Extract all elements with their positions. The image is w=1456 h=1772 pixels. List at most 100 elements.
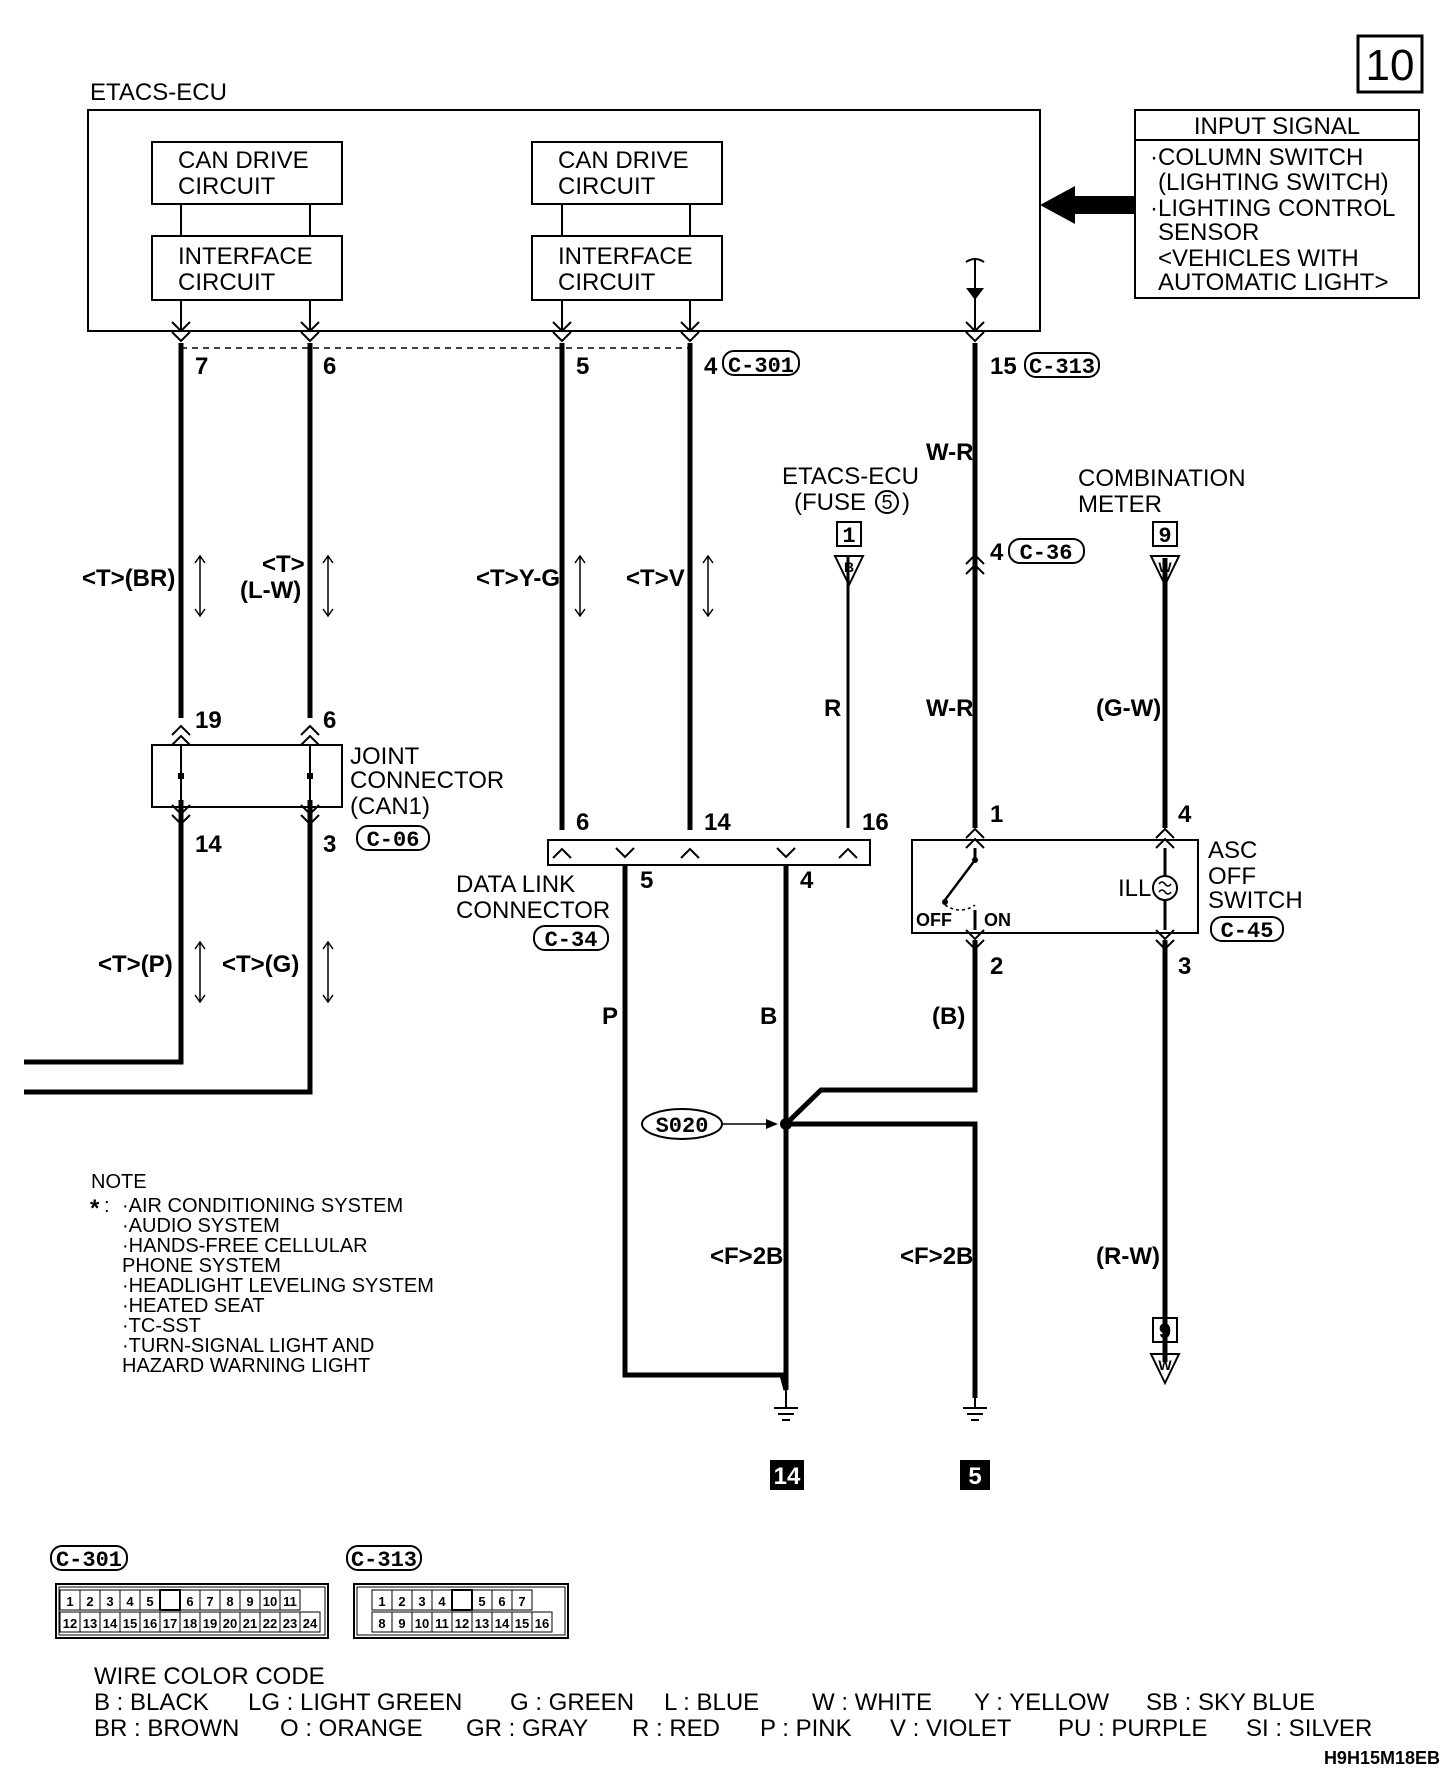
connector-pin-number: 4: [438, 1594, 446, 1609]
svg-text:C-301: C-301: [728, 354, 794, 379]
wire-label-b: B: [760, 1003, 777, 1030]
wire-label-f2b-2: <F>2B: [900, 1243, 973, 1270]
svg-text:HAZARD WARNING LIGHT: HAZARD WARNING LIGHT: [122, 1355, 370, 1377]
dlc-pin-14: 14: [704, 809, 731, 836]
svg-text:P : PINK: P : PINK: [760, 1715, 852, 1742]
connector-pin-cell: [279, 1589, 301, 1611]
connector-pin-number: 9: [246, 1594, 253, 1609]
wire-label-g-t: <T>(G): [222, 951, 299, 978]
svg-text:O : ORANGE: O : ORANGE: [280, 1715, 423, 1742]
connector-pin-number: 21: [243, 1616, 257, 1631]
svg-text:S020: S020: [656, 1114, 709, 1139]
svg-text:*: *: [90, 1195, 100, 1222]
connector-pin-number: 11: [435, 1616, 449, 1631]
connector-pin-number: 8: [378, 1616, 385, 1631]
dlc-pin-6: 6: [576, 809, 589, 836]
dlc-pin-5: 5: [640, 867, 653, 894]
svg-text:B : BLACK: B : BLACK: [94, 1689, 209, 1716]
connector-c06-tag: C-06: [356, 825, 430, 853]
c36-pin: 4: [990, 539, 1004, 566]
ill-label: ILL: [1118, 875, 1151, 902]
connector-c301-tag: C-301: [722, 350, 800, 379]
internal-source-arrow: [966, 288, 984, 300]
connector-pin-number: 11: [283, 1594, 297, 1609]
wire-label-lw-1: <T>: [262, 551, 305, 578]
wire-label-p-t: <T>(P): [98, 951, 173, 978]
can-drive-circuit-2: CAN DRIVE CIRCUIT: [531, 141, 723, 205]
connector-pin-number: 13: [475, 1616, 489, 1631]
connector-pin-number: 19: [203, 1616, 217, 1631]
connector-c45-tag: C-45: [1210, 916, 1284, 944]
connector-c36-tag: C-36: [1008, 538, 1085, 566]
svg-text:CIRCUIT: CIRCUIT: [558, 173, 656, 200]
input-arrow: [1040, 186, 1135, 224]
interface-circuit-2: INTERFACE CIRCUIT: [531, 235, 723, 301]
svg-text:WIRE COLOR CODE: WIRE COLOR CODE: [94, 1663, 325, 1690]
connector-c313-tag: C-313: [1024, 352, 1100, 380]
connector-pin-number: 14: [103, 1616, 118, 1631]
svg-text:·LIGHTING CONTROL: ·LIGHTING CONTROL: [1150, 195, 1395, 222]
svg-text:BR : BROWN: BR : BROWN: [94, 1715, 239, 1742]
splice-s020: S020: [641, 1108, 792, 1140]
connector-key: [159, 1589, 181, 1611]
svg-text:CAN DRIVE: CAN DRIVE: [178, 147, 309, 174]
joint-connector-box: [151, 744, 343, 808]
input-signal-box: INPUT SIGNAL ·COLUMN SWITCH (LIGHTING SW…: [1134, 109, 1420, 299]
svg-text:·HEATED SEAT: ·HEATED SEAT: [122, 1295, 265, 1317]
svg-text:CIRCUIT: CIRCUIT: [558, 269, 656, 296]
svg-text:AUTOMATIC LIGHT>: AUTOMATIC LIGHT>: [1158, 269, 1388, 296]
meter-wire-color: W: [1158, 559, 1172, 575]
connector-pin-number: 15: [515, 1616, 529, 1631]
svg-text:CAN DRIVE: CAN DRIVE: [558, 147, 689, 174]
connector-c34-tag: C-34: [533, 925, 609, 953]
connector-pin-number: 2: [86, 1594, 93, 1609]
wire-label-wr-2: W-R: [926, 695, 974, 722]
ecu-pin-4: 4: [704, 353, 718, 380]
asc-label-1: ASC: [1208, 837, 1257, 864]
connector-pin-number: 5: [478, 1594, 485, 1609]
svg-text:·COLUMN SWITCH: ·COLUMN SWITCH: [1150, 144, 1363, 171]
fuse-label: (FUSE: [794, 489, 866, 516]
svg-text:R : RED: R : RED: [632, 1715, 720, 1742]
connector-pin-number: 12: [63, 1616, 77, 1631]
connector-pin-number: 18: [183, 1616, 197, 1631]
connector-pin-number: 1: [66, 1594, 73, 1609]
svg-text:C-34: C-34: [545, 928, 598, 953]
svg-text:·AIR CONDITIONING SYSTEM: ·AIR CONDITIONING SYSTEM: [122, 1195, 403, 1217]
wire-label-v: <T>V: [626, 565, 685, 592]
ecu-title: ETACS-ECU: [90, 79, 227, 106]
data-link-connector-box: [547, 839, 871, 866]
asc-pins: [965, 827, 1175, 951]
wire-label-r: R: [824, 695, 841, 722]
asc-switch-contact: [944, 848, 977, 930]
ecu-pin-markers: [171, 321, 985, 343]
asc-switch-box: [911, 839, 1199, 934]
wire-label-rw: (R-W): [1096, 1243, 1160, 1270]
ground-symbols: [774, 1390, 987, 1421]
connector-pin-number: 4: [126, 1594, 134, 1609]
svg-text:GR : GRAY: GR : GRAY: [466, 1715, 588, 1742]
jc-pin-3: 3: [323, 831, 336, 858]
ecu-pin-15: 15: [990, 353, 1017, 380]
svg-text:V : VIOLET: V : VIOLET: [890, 1715, 1012, 1742]
fuse-number: 5: [881, 492, 892, 514]
svg-text:C-06: C-06: [367, 828, 420, 853]
svg-text:CIRCUIT: CIRCUIT: [178, 269, 276, 296]
connector-pin-number: 1: [378, 1594, 385, 1609]
connector-pin-number: 8: [226, 1594, 233, 1609]
page-number-box: [1356, 34, 1424, 94]
svg-text::: :: [104, 1195, 110, 1217]
meter-bottom-ref: 9: [1158, 1320, 1171, 1345]
fuse-wire-color: B: [844, 559, 854, 575]
ecu-box: [87, 109, 1041, 332]
svg-text:Y : YELLOW: Y : YELLOW: [974, 1689, 1110, 1716]
switch-off-label: OFF: [916, 910, 952, 930]
connector-pin-number: 3: [106, 1594, 113, 1609]
connector-key: [451, 1589, 473, 1611]
ecu-pin-6: 6: [323, 353, 336, 380]
wire-label-gw: (G-W): [1096, 695, 1161, 722]
connector-pin-cell: [511, 1589, 533, 1611]
connector-pin-number: 10: [263, 1594, 277, 1609]
